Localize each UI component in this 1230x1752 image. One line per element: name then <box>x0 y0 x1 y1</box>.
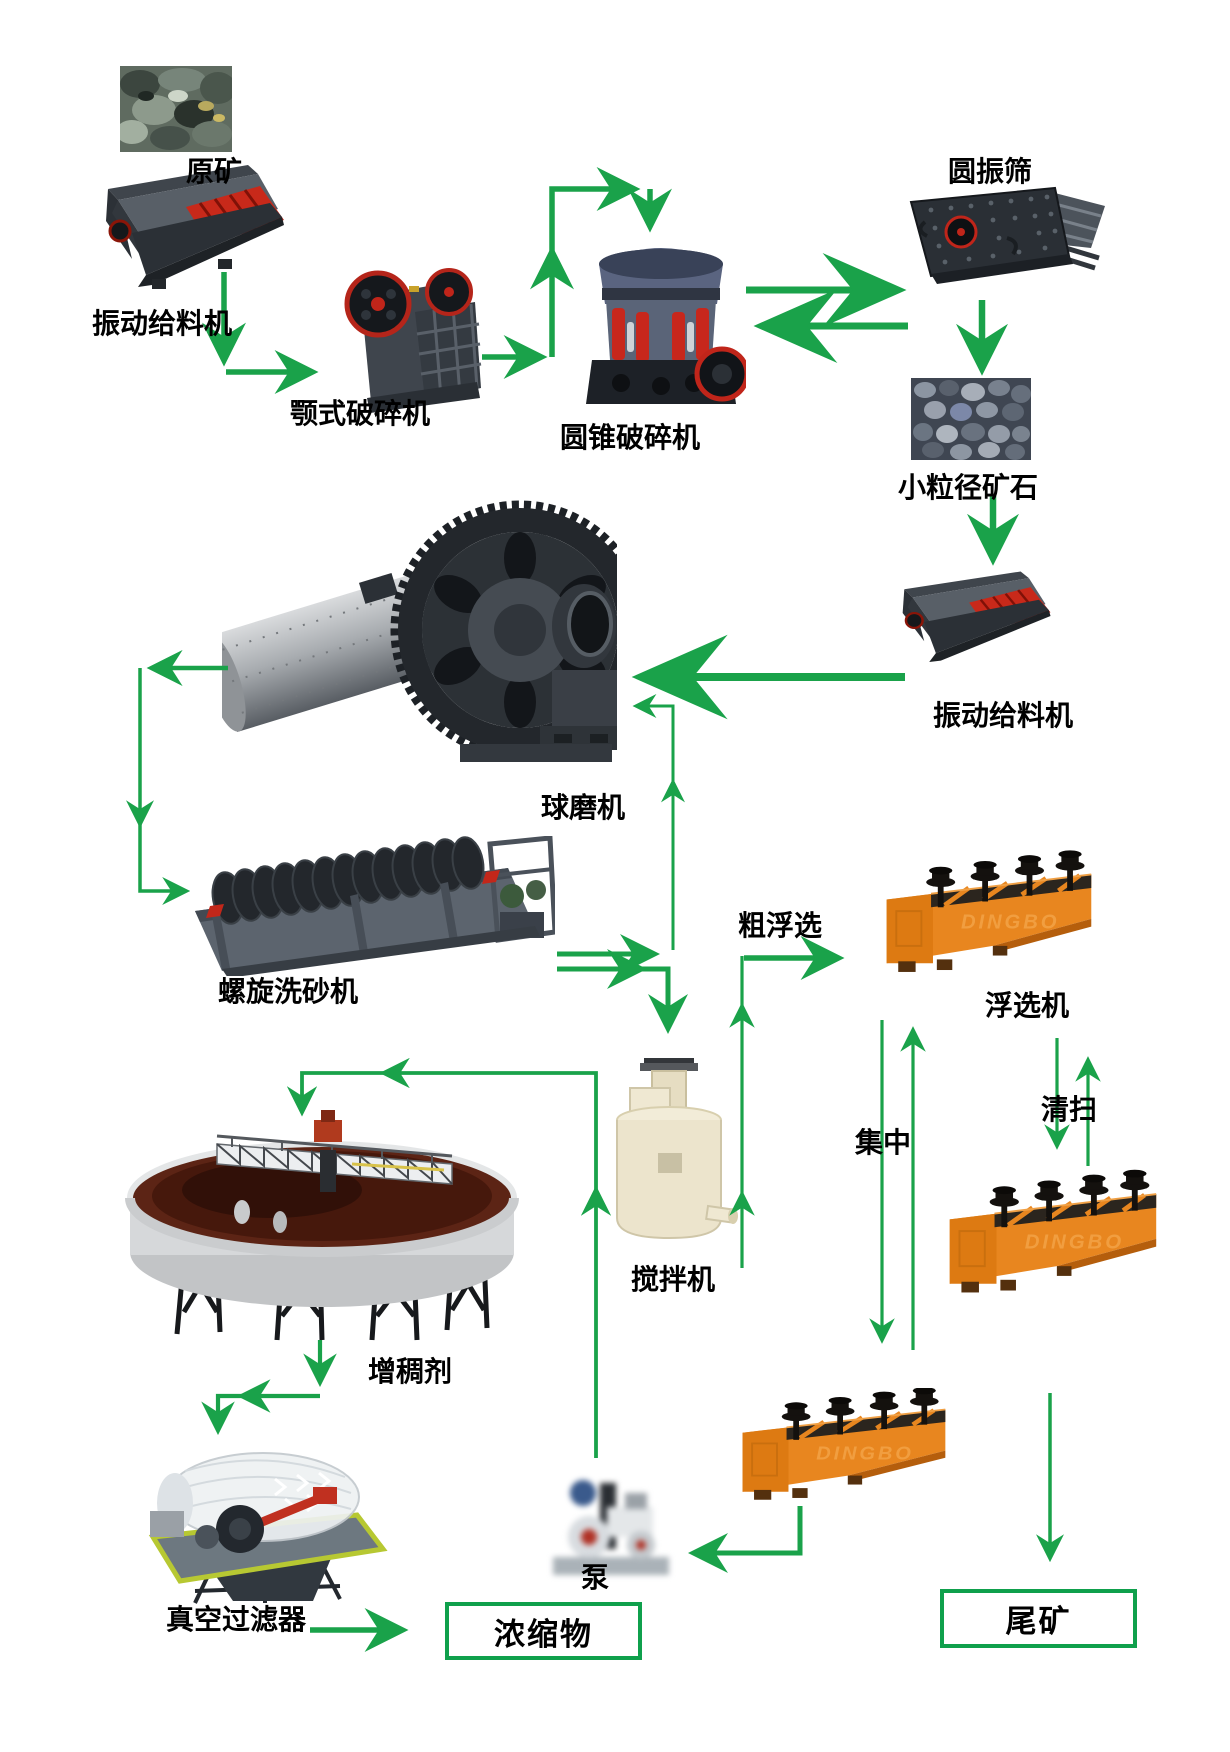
arrow-flot3-to-pump <box>688 1506 803 1573</box>
raw-ore-photo <box>116 66 236 157</box>
mixer-label: 搅拌机 <box>631 1264 716 1295</box>
vacuum-filter-label: 真空过滤器 <box>166 1604 307 1635</box>
screen-label: 圆振筛 <box>948 156 1033 187</box>
small-ore-label: 小粒径矿石 <box>898 472 1039 503</box>
pump-image <box>545 1475 677 1592</box>
vibrating-feeder-2-image <box>896 570 1058 673</box>
rough-flotation-label: 粗浮选 <box>738 910 823 941</box>
pump-label: 泵 <box>581 1562 610 1593</box>
arrow-into-filter <box>201 1393 242 1436</box>
ball-mill-label: 球磨机 <box>541 792 626 823</box>
concentrate-box: 浓缩物 <box>445 1602 642 1660</box>
tailings-box: 尾矿 <box>940 1589 1137 1648</box>
jaw-crusher-image <box>333 256 483 421</box>
vacuum-filter-image <box>145 1441 390 1611</box>
jaw-crusher-label: 颚式破碎机 <box>290 398 431 429</box>
arrow-into-washer <box>138 824 191 905</box>
thickener-label: 增稠剂 <box>368 1356 453 1387</box>
tailings-box-label: 尾矿 <box>1005 1604 1072 1639</box>
small-particle-ore-photo <box>911 378 1031 465</box>
feeder1-label: 振动给料机 <box>92 308 233 339</box>
flotation-label: 浮选机 <box>985 990 1070 1021</box>
spiral-sand-washer-image <box>190 835 558 981</box>
flotation-machine-3-image <box>733 1388 953 1511</box>
circular-vibrating-screen-image <box>903 186 1108 306</box>
flotation-machine-2-image <box>940 1165 1164 1310</box>
raw-ore-label: 原矿 <box>186 156 243 187</box>
mixer-image <box>600 1058 738 1258</box>
flotation-machine-1-image <box>877 845 1099 990</box>
cone-crusher-label: 圆锥破碎机 <box>560 422 701 453</box>
concentrate-line-label: 集中 <box>855 1127 912 1158</box>
washer-label: 螺旋洗砂机 <box>218 976 359 1007</box>
arrow-return-to-ballmill <box>632 694 675 782</box>
vibrating-feeder-1-image <box>98 163 293 300</box>
arrow-washer-to-mixer <box>641 966 688 1034</box>
cone-crusher-image <box>576 238 750 421</box>
sweep-label: 清扫 <box>1041 1094 1098 1125</box>
feeder2-label: 振动给料机 <box>933 700 1074 731</box>
ball-mill-image <box>203 478 650 778</box>
thickener-image <box>122 1052 522 1347</box>
concentrate-box-label: 浓缩物 <box>494 1616 593 1652</box>
